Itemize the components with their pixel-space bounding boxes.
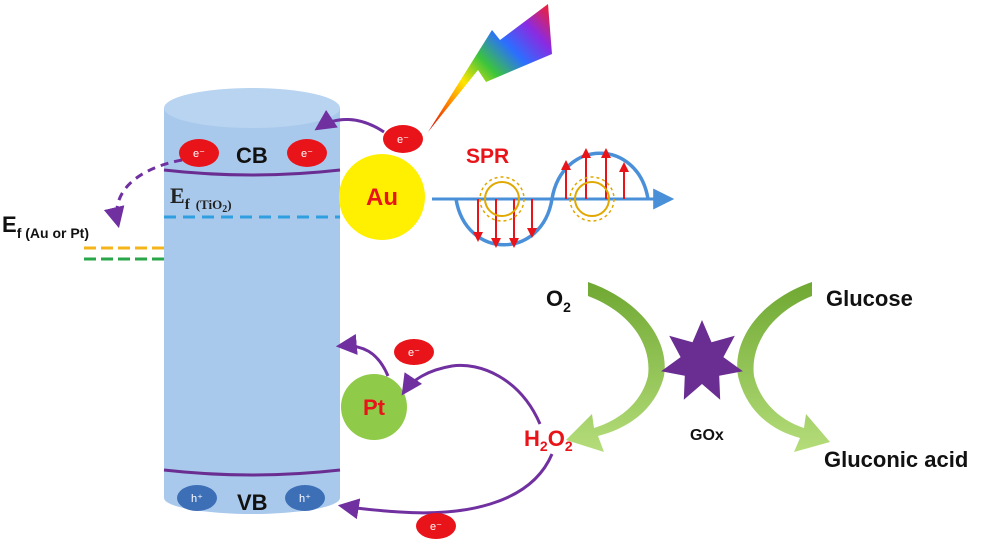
pt-to-tio2-arrow [335,334,390,377]
au-nanoparticle: Au [339,154,425,240]
vb-label: VB [237,490,268,515]
gox-label: GOx [690,427,724,444]
gluconic-acid-label: Gluconic acid [824,447,968,472]
svg-text:e⁻: e⁻ [430,521,442,533]
valence-band-line [163,468,341,477]
vb-hole-2: h⁺ [285,485,325,511]
vb-hole-1: h⁺ [177,485,217,511]
svg-text:Pt: Pt [363,395,386,420]
svg-text:h⁺: h⁺ [299,493,311,505]
h2o2-label: H2O2 [524,426,573,454]
cb-electron-1: e⁻ [179,139,219,167]
spr-label: SPR [466,145,509,168]
o2-to-h2o2-arrow [566,282,665,452]
glucose-label: Glucose [826,286,913,311]
pt-nanoparticle: Pt [341,374,407,440]
svg-text:e⁻: e⁻ [397,134,409,146]
cb-electron-2: e⁻ [287,139,327,167]
o2-label: O2 [546,286,571,315]
conduction-band-line [163,168,341,177]
vb-electron: e⁻ [416,513,456,539]
h2o2-to-vb-arrow [337,453,554,520]
photoexcited-electron: e⁻ [383,125,423,153]
svg-text:e⁻: e⁻ [193,148,205,160]
gox-star-icon [661,320,743,400]
glucose-to-gluconic-acid-arrow [737,282,830,452]
svg-text:e⁻: e⁻ [301,148,313,160]
fermi-level-metal-label: Ef (Au or Pt) [2,212,89,241]
lightning-bolt-icon [428,4,552,132]
electron-transfer-to-metal-arrow [103,158,183,229]
svg-text:h⁺: h⁺ [191,493,203,505]
fermi-level-tio2-label: Ef(TiO2) [170,183,232,215]
svg-text:Au: Au [366,184,398,211]
h2o2-to-pt-arrow [401,363,542,425]
pt-electron: e⁻ [394,339,434,365]
cb-label: CB [236,143,268,168]
electron-injection-arrow [314,109,385,134]
spr-wave: SPR [432,145,675,248]
svg-text:e⁻: e⁻ [408,347,420,359]
